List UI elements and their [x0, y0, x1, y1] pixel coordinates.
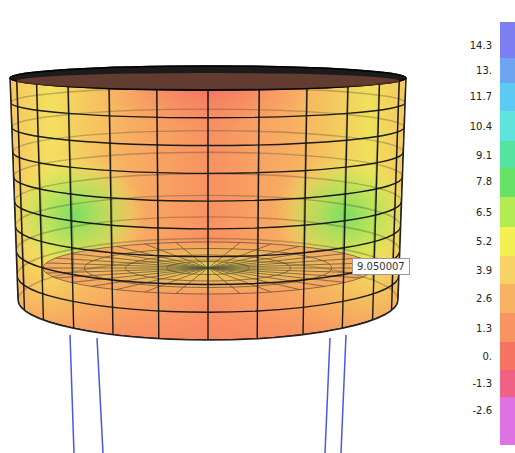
legend-value: 5.2: [452, 236, 492, 247]
legend-value: 6.5: [452, 207, 492, 218]
legend-swatch: [500, 256, 515, 285]
mesh-line: [208, 268, 345, 282]
mesh-line: [373, 72, 380, 280]
value-callout: 9.050007: [352, 258, 410, 275]
legend-swatch: [500, 284, 515, 313]
mesh-line: [208, 268, 271, 292]
legend-swatch: [500, 313, 515, 342]
legend-value: 14.3: [452, 40, 492, 51]
mesh-line: [342, 70, 348, 272]
mesh-line: [37, 72, 44, 280]
legend-value: 1.3: [452, 323, 492, 334]
legend-swatch: [500, 197, 515, 227]
legend-value: -2.6: [452, 405, 492, 416]
legend-value: 10.4: [452, 121, 492, 132]
mesh-line: [56, 268, 208, 278]
legend-value: 11.7: [452, 91, 492, 102]
mesh-line: [208, 268, 373, 269]
legend-swatch: [500, 168, 515, 197]
mesh-line: [207, 66, 208, 260]
mesh-line: [109, 68, 113, 266]
legend-swatch: [500, 83, 515, 111]
mesh-line: [17, 75, 25, 290]
mesh-line: [176, 242, 208, 268]
callout-value: 9.050007: [357, 261, 405, 272]
legend-value: 0.: [452, 351, 492, 362]
legend-swatch: [500, 141, 515, 169]
mesh-line: [43, 268, 208, 269]
tank-rim: [10, 66, 406, 90]
legend-value: 2.6: [452, 293, 492, 304]
legend-swatch: [500, 342, 515, 370]
legend-value: 13.: [452, 65, 492, 76]
legend-value: -1.3: [452, 378, 492, 389]
mesh-line: [68, 70, 74, 272]
legend-value: 7.8: [452, 176, 492, 187]
mesh-line: [157, 66, 159, 261]
legend-value: 9.1: [452, 150, 492, 161]
support-legs: [70, 335, 346, 453]
mesh-line: [208, 268, 240, 294]
mesh-line: [257, 66, 259, 261]
mesh-line: [303, 68, 307, 266]
legend-value: 3.9: [452, 265, 492, 276]
legend-swatch: [500, 370, 515, 397]
legend-swatch: [500, 111, 515, 141]
legend-swatch: [500, 397, 515, 446]
legend-swatch: [500, 58, 515, 84]
tank-shell: [0, 40, 420, 360]
legend-swatch: [500, 22, 515, 58]
legend-swatch: [500, 227, 515, 256]
